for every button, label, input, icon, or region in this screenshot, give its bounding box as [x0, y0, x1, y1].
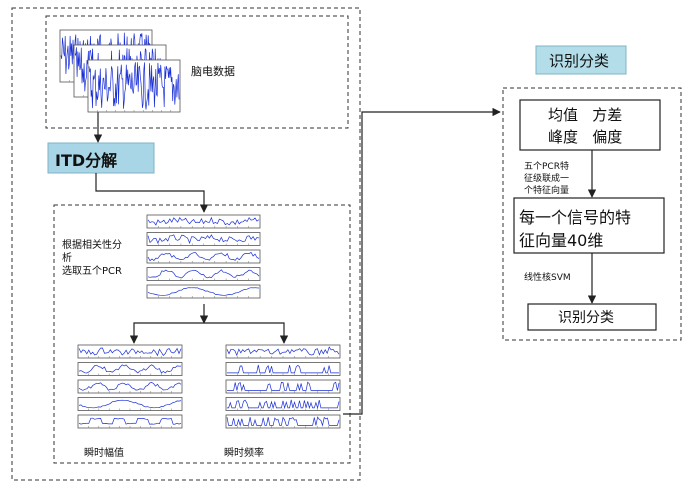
eeg-label: 脑电数据: [191, 65, 235, 78]
frequency-signal-trace: [227, 364, 339, 374]
result-label: 识别分类: [558, 310, 614, 326]
left-outer-frame: [11, 7, 361, 481]
amplitude-signal-trace: [78, 399, 182, 409]
classify-frame: [502, 87, 682, 341]
vector-box: [513, 197, 665, 254]
amp-label: 瞬时幅值: [84, 448, 124, 459]
arrow-to-classify: [343, 107, 501, 415]
itd-box: [47, 142, 155, 174]
amplitude-signal-trace: [78, 347, 182, 357]
feature-line2: 峰度 偏度: [548, 128, 623, 146]
classify-title-box: [535, 45, 627, 75]
result-box: [527, 303, 657, 331]
eeg-signal-trace: [88, 62, 180, 110]
feature-line1: 均值 方差: [548, 106, 623, 124]
select-label-line2: 析: [62, 253, 72, 264]
concat-line2: 征级联成一: [524, 174, 570, 184]
select-label-line3: 选取五个PCR: [62, 266, 122, 277]
frequency-signal-trace: [227, 381, 340, 392]
vector-line1: 每一个信号的特: [519, 208, 632, 227]
amplitude-signal-trace: [78, 417, 182, 425]
itd-label: ITD分解: [55, 151, 118, 170]
amplitude-signal-trace: [78, 382, 182, 391]
pcr-signal-plots: [146, 214, 261, 299]
pcr-signal-trace: [147, 269, 260, 279]
frequency-signal-trace: [226, 346, 340, 357]
amplitude-plots: [77, 344, 183, 429]
eeg-signal-plots: [59, 29, 181, 113]
pcr-signal-trace: [147, 216, 260, 226]
arrow-split: [133, 322, 285, 342]
concat-line3: 个特征向量: [524, 186, 570, 196]
frequency-plots: [225, 344, 341, 429]
amplitude-signal-trace: [78, 364, 181, 374]
pcr-signal-trace: [147, 234, 260, 245]
svm-label: 线性核SVM: [524, 273, 571, 283]
pcr-signal-trace: [147, 252, 260, 262]
concat-line1: 五个PCR特: [524, 162, 569, 172]
freq-label: 瞬时频率: [224, 448, 264, 459]
select-label-line1: 根据相关性分: [62, 240, 122, 251]
frequency-signal-trace: [227, 399, 340, 410]
frequency-signal-trace: [226, 416, 340, 427]
arrow-itd-to-pcr: [95, 173, 209, 213]
pcr-signal-trace: [147, 287, 260, 296]
classify-title: 识别分类: [549, 52, 610, 70]
feature-box: [519, 99, 661, 151]
eeg-frame: [45, 15, 349, 129]
vector-line2: 征向量40维: [519, 231, 604, 250]
